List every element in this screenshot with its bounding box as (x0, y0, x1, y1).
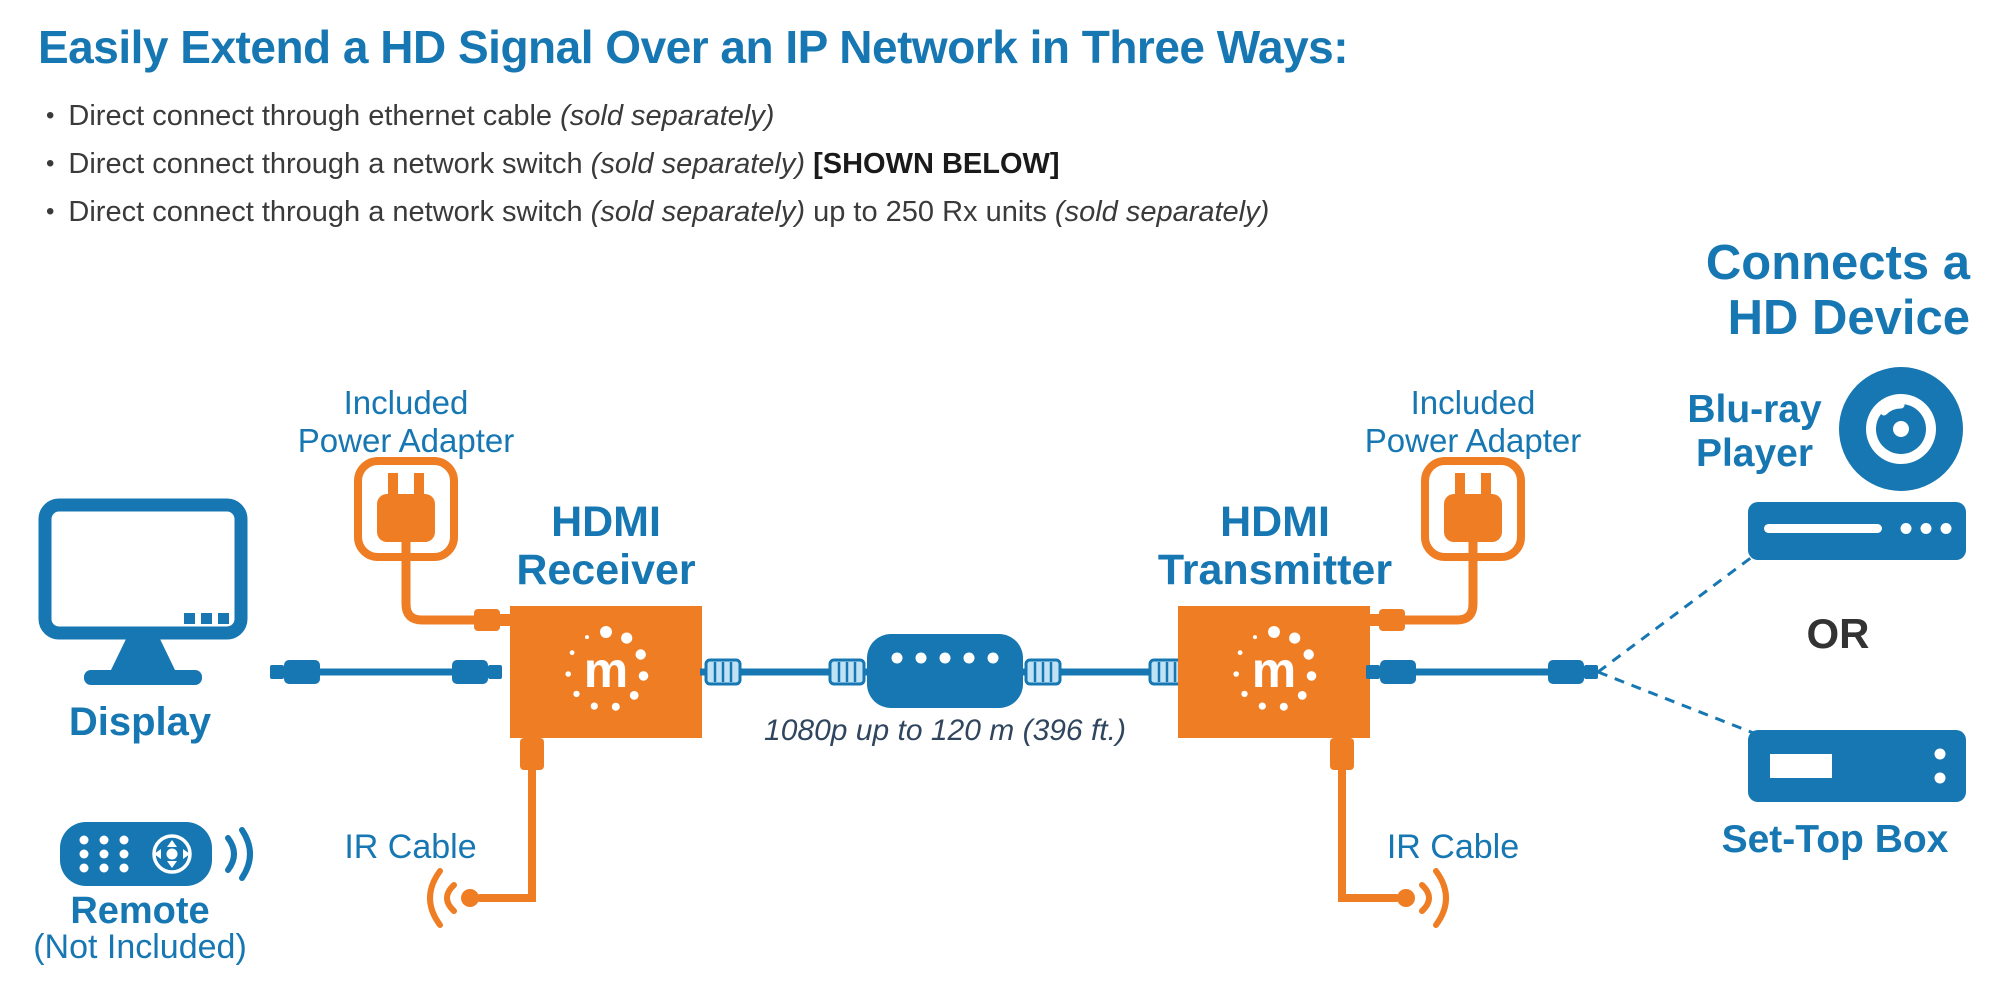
receiver-label-line1: HDMI (551, 498, 661, 546)
ethernet-cable-right-icon (1020, 658, 1190, 686)
ir-cable-left-label: IR Cable (344, 828, 477, 866)
bullet-text: up to 250 Rx units (805, 196, 1055, 228)
transmitter-label-line2: Transmitter (1157, 546, 1393, 594)
bullet-list: • Direct connect through ethernet cable (… (46, 92, 1269, 236)
bullet-text: Direct connect through ethernet cable (68, 100, 561, 132)
manhattan-logo-letter: m (584, 642, 628, 698)
connects-line-2: HD Device (1727, 291, 1970, 345)
settop-box-icon (1748, 730, 1966, 802)
bullet-marker: • (46, 102, 55, 129)
bullet-item-3: • Direct connect through a network switch… (46, 188, 1269, 236)
power-adapter-left-line1: Included (343, 384, 469, 421)
power-adapter-left-icon (354, 457, 512, 631)
sold-separately-note: (sold separately) (590, 148, 806, 180)
sold-separately-note: (sold separately) (1054, 196, 1270, 228)
ir-cable-right-label: IR Cable (1386, 828, 1520, 866)
bluray-player-icon (1748, 502, 1966, 560)
shown-below-note: [SHOWN BELOW] (805, 148, 1060, 180)
sold-separately-note: (sold separately) (590, 196, 806, 228)
bullet-text: Direct connect through a network switch (68, 148, 591, 180)
remote-label: Remote (70, 890, 210, 932)
hdmi-transmitter-icon: m (1178, 606, 1370, 738)
ethernet-cable-left-icon (700, 658, 870, 686)
power-adapter-right-icon (1367, 457, 1525, 631)
hdmi-cable-left-icon (270, 660, 502, 684)
bluray-disc-icon (1839, 367, 1963, 491)
receiver-label: HDMI Receiver (470, 498, 742, 594)
display-label: Display (68, 700, 212, 744)
or-label: OR (1806, 610, 1870, 657)
ir-cable-right-icon (1330, 738, 1449, 928)
sold-separately-note: (sold separately) (560, 100, 775, 132)
bullet-marker: • (46, 150, 55, 177)
power-adapter-left-label: Included Power Adapter (270, 384, 542, 460)
bluray-label-line2: Player (1695, 432, 1814, 475)
remote-not-included-label: (Not Included) (33, 928, 247, 966)
transmitter-label-line1: HDMI (1220, 498, 1330, 546)
ir-cable-left-icon (427, 738, 544, 928)
connects-hd-device-heading: Connects a HD Device (1490, 236, 1970, 346)
remote-waves-icon (225, 835, 237, 873)
bluray-label-line1: Blu-ray (1687, 388, 1822, 431)
manhattan-logo-icon (565, 626, 649, 711)
ir-waves-icon (1419, 882, 1432, 914)
bluray-label: Blu-ray Player (1652, 388, 1857, 476)
dashed-split-lines-icon (1597, 552, 1757, 736)
page-title: Easily Extend a HD Signal Over an IP Net… (38, 21, 1349, 73)
manhattan-logo-letter: m (1252, 642, 1296, 698)
network-switch-icon (867, 634, 1023, 708)
power-adapter-left-line2: Power Adapter (297, 422, 515, 459)
hdmi-cable-right-icon (1366, 660, 1598, 684)
transmitter-label: HDMI Transmitter (1108, 498, 1442, 594)
ir-waves-icon (444, 882, 457, 914)
power-adapter-right-label: Included Power Adapter (1337, 384, 1609, 460)
receiver-label-line2: Receiver (516, 546, 696, 594)
power-adapter-right-line1: Included (1410, 384, 1536, 421)
display-icon (38, 498, 248, 685)
bullet-item-2: • Direct connect through a network switch… (46, 140, 1269, 188)
bullet-item-1: • Direct connect through ethernet cable (… (46, 92, 1269, 140)
hdmi-receiver-icon: m (510, 606, 702, 738)
connects-line-1: Connects a (1705, 236, 1970, 290)
remote-icon (60, 822, 253, 886)
link-distance-caption: 1080p up to 120 m (396 ft.) (764, 714, 1126, 747)
power-adapter-right-line2: Power Adapter (1364, 422, 1582, 459)
bullet-text: Direct connect through a network switch (68, 196, 591, 228)
bullet-marker: • (46, 198, 55, 225)
manhattan-logo-icon (1233, 626, 1317, 711)
settop-box-label: Set-Top Box (1721, 818, 1949, 861)
